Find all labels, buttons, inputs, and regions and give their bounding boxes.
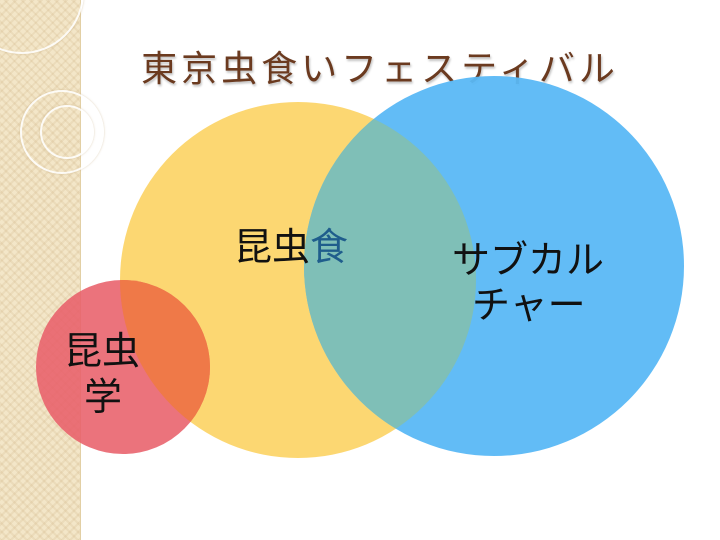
decorative-ring-middle (20, 90, 104, 174)
label-subculture-line1: サブカル (452, 238, 604, 282)
label-subculture-line2: チャー (472, 283, 586, 327)
decorative-ring-small (40, 105, 94, 159)
label-entomology-line1: 昆虫 (64, 329, 140, 373)
label-entomology-line2: 学 (84, 375, 122, 419)
overlap-entomophagy-subculture (304, 102, 476, 456)
label-entomophagy-part2: 食 (310, 225, 348, 269)
overlap-entomology-entomophagy (120, 280, 210, 454)
label-entomophagy: 昆虫食 (234, 225, 348, 269)
label-entomophagy-part1: 昆虫 (234, 225, 310, 269)
